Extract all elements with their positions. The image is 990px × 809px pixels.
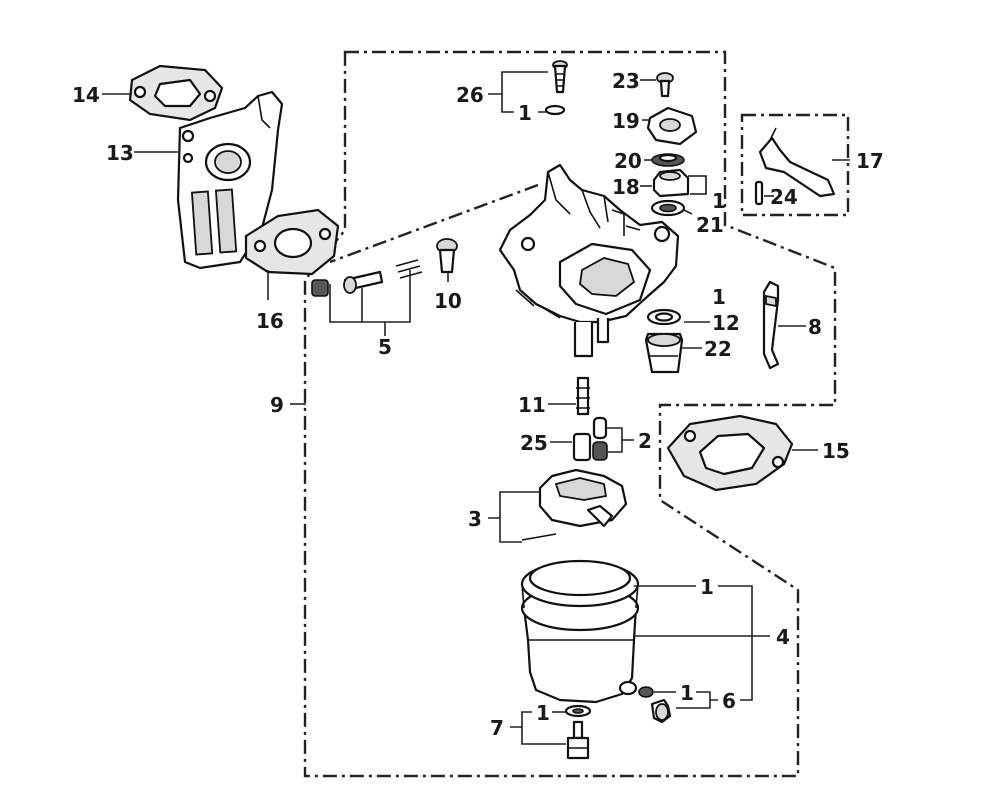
part-2-jet-set [592, 416, 608, 461]
body-to-gasket-line [329, 183, 539, 264]
label-1-d: 1 [700, 575, 714, 599]
label-12: 12 [712, 311, 740, 335]
label-2: 2 [638, 429, 652, 453]
part-23-screw [656, 72, 674, 98]
label-15: 15 [822, 439, 850, 463]
part-17-choke-lever [758, 127, 836, 198]
part-6-drain-screw [638, 686, 672, 724]
label-10: 10 [434, 289, 462, 313]
label-11: 11 [518, 393, 546, 417]
part-15-gasket [666, 414, 794, 492]
label-26: 26 [456, 83, 484, 107]
label-6: 6 [722, 689, 736, 713]
leader-lines [102, 71, 850, 745]
label-1-f: 1 [536, 701, 550, 725]
part-8-lever [762, 280, 780, 370]
part-10-screw [436, 238, 458, 274]
part-7-bolt [564, 704, 592, 760]
label-20: 20 [614, 149, 642, 173]
choke-group-boundary [740, 113, 850, 217]
label-17: 17 [856, 149, 884, 173]
assembly-boundary [303, 50, 837, 778]
label-23: 23 [612, 69, 640, 93]
part-21-oring [650, 199, 686, 217]
label-21: 21 [696, 213, 724, 237]
carburetor-body [498, 163, 680, 358]
label-18: 18 [612, 175, 640, 199]
label-13: 13 [106, 141, 134, 165]
label-5: 5 [378, 335, 392, 359]
part-labels: 14 13 16 5 10 9 26 1 23 19 20 18 1 21 17… [72, 69, 884, 740]
part-24-pin [754, 180, 764, 206]
part-22-bolt [644, 332, 684, 374]
part-3-float [521, 468, 628, 541]
part-11-main-jet [576, 376, 590, 416]
label-14: 14 [72, 83, 100, 107]
part-5-screw-group [311, 259, 423, 297]
label-7: 7 [490, 716, 504, 740]
part-4-float-bowl [520, 559, 640, 704]
part-12-washer [646, 308, 682, 326]
label-1-c: 1 [712, 285, 726, 309]
part-18-diaphragm [652, 168, 707, 198]
part-26-screw [544, 60, 568, 116]
part-19-cap [646, 106, 698, 146]
label-8: 8 [808, 315, 822, 339]
label-24: 24 [770, 185, 798, 209]
part-20-spring [651, 153, 685, 167]
label-9: 9 [270, 393, 284, 417]
label-4: 4 [776, 625, 790, 649]
label-16: 16 [256, 309, 284, 333]
label-1-a: 1 [518, 101, 532, 125]
label-19: 19 [612, 109, 640, 133]
label-3: 3 [468, 507, 482, 531]
part-14-gasket [128, 64, 224, 122]
part-13-bracket [176, 90, 284, 270]
label-1-e: 1 [680, 681, 694, 705]
label-1-b: 1 [712, 189, 726, 213]
part-16-gasket [244, 208, 340, 276]
label-25: 25 [520, 431, 548, 455]
label-22: 22 [704, 337, 732, 361]
part-25-spring [572, 432, 592, 462]
